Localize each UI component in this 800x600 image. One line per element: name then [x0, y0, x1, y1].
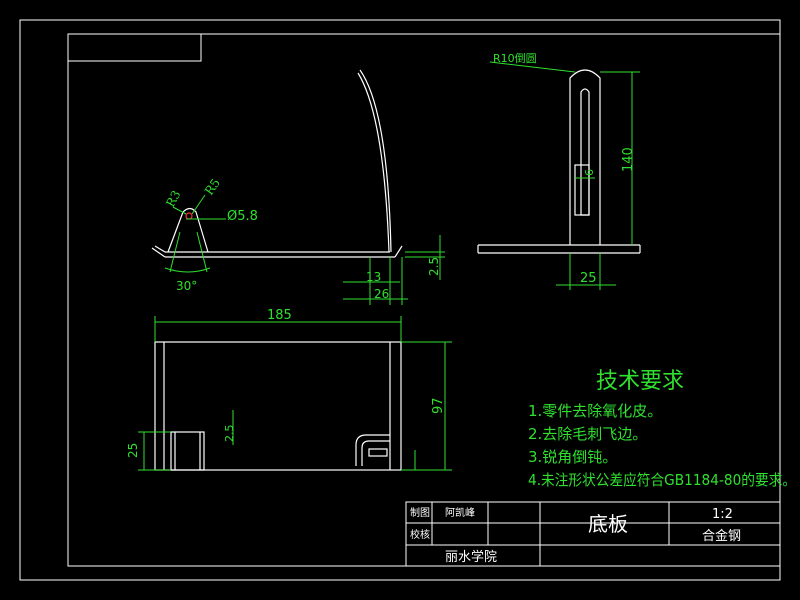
dim-140-label: 140 [621, 147, 636, 172]
angle-arc [164, 267, 211, 273]
top-view-dimensions [138, 316, 452, 471]
dim-r10-label: R10倒圆 [493, 52, 537, 65]
top-view-arm-base [355, 434, 390, 466]
front-view-bracket [167, 207, 209, 253]
scale-value: 1:2 [712, 507, 733, 522]
side-view-pocket [574, 164, 590, 216]
school-name: 丽水学院 [445, 549, 497, 565]
dim-2.5-bottom-label: 2.5 [223, 425, 236, 443]
corner-code-box [67, 33, 202, 62]
side-view [477, 69, 641, 254]
front-view-dimensions [164, 194, 445, 305]
material-value: 合金钢 [702, 528, 741, 544]
top-view [154, 341, 402, 471]
top-view-bracket [170, 431, 205, 471]
part-name: 底板 [588, 512, 628, 536]
top-view-slot [368, 448, 388, 457]
top-view-outline [154, 341, 402, 471]
front-view-hole [185, 212, 193, 220]
drawn-name: 阿凯峰 [445, 506, 475, 519]
front-view [151, 69, 403, 258]
front-view-curved-arm [357, 72, 390, 253]
drawing-frame [19, 19, 781, 581]
dim-97-label: 97 [431, 397, 446, 414]
check-label: 校核 [410, 528, 430, 541]
dim-13-label: 13 [366, 270, 381, 284]
title-block [405, 501, 781, 567]
dim-r5-label: R5 [202, 176, 223, 198]
side-view-plate [569, 69, 601, 245]
side-view-dimensions [489, 61, 640, 290]
dim-6-label: 6 [583, 169, 596, 176]
dim-185-label: 185 [267, 308, 292, 323]
r10-leader [489, 61, 576, 73]
dim-angle-label: 30° [176, 279, 197, 293]
dim-25-left-label: 25 [126, 443, 140, 458]
tech-req-item-3: 3.锐角倒钝。 [528, 448, 617, 466]
dim-r3-label: R3 [163, 188, 183, 209]
tech-req-item-2: 2.去除毛刺飞边。 [528, 425, 647, 443]
dim-25-right-label: 25 [580, 271, 597, 286]
tech-req-item-4: 4.未注形状公差应符合GB1184-80的要求。 [528, 471, 796, 489]
tech-req-title: 技术要求 [596, 369, 684, 394]
dim-26-label: 26 [374, 287, 389, 301]
drawn-label: 制图 [410, 506, 430, 519]
side-view-slot [580, 88, 590, 216]
outer-border [19, 19, 781, 581]
tech-req-item-1: 1.零件去除氧化皮。 [528, 402, 662, 420]
dim-diameter-label: Ø5.8 [227, 209, 258, 224]
dim-2.5-label: 2.5 [427, 257, 441, 276]
